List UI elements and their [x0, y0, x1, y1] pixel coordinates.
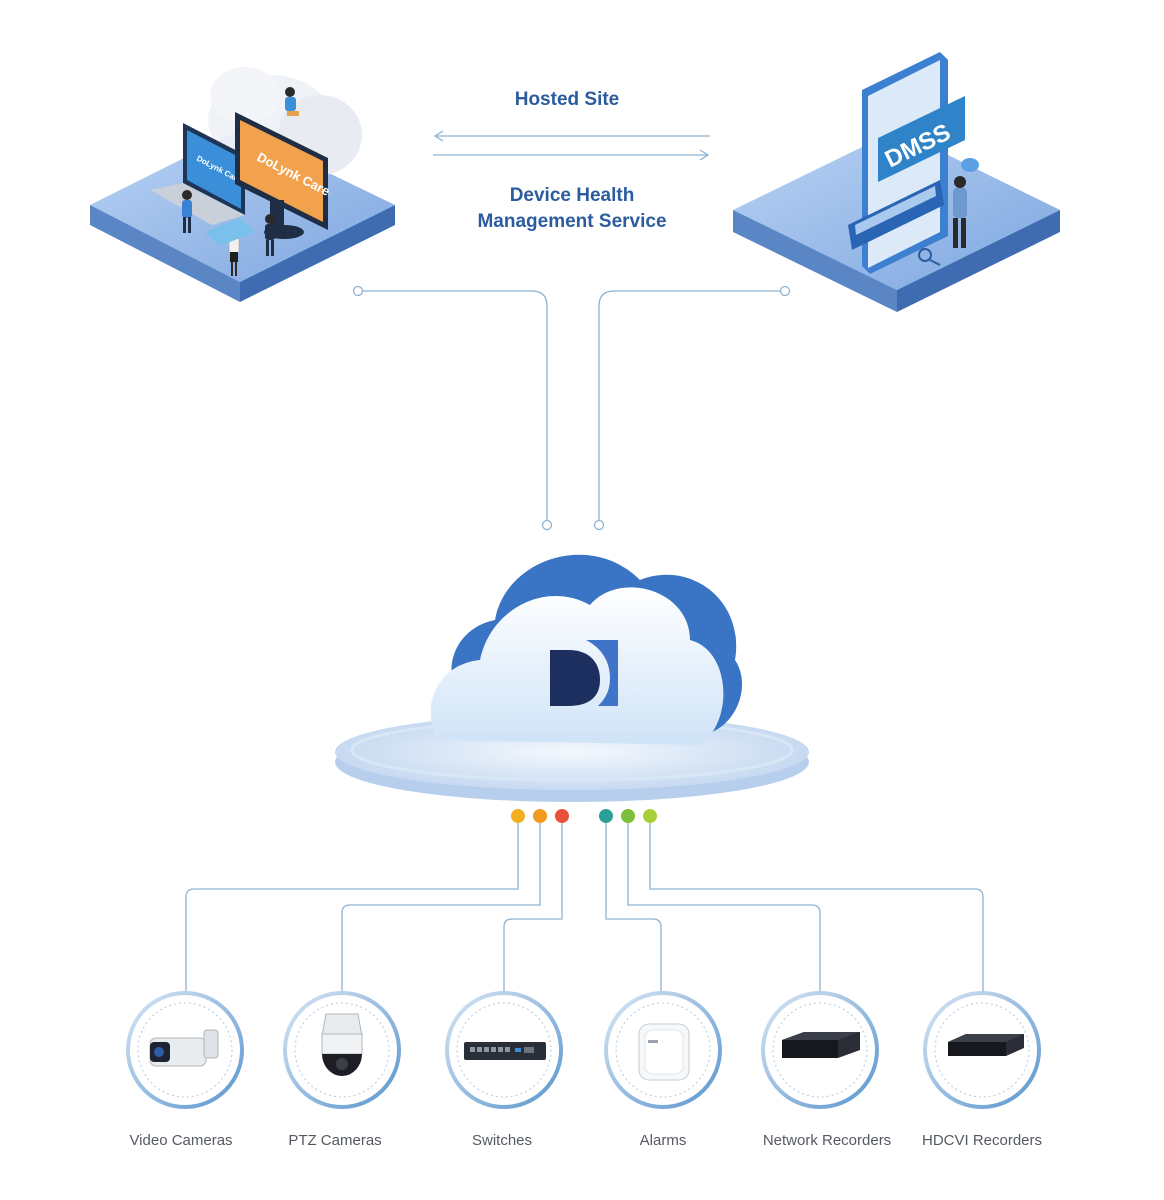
chat-bubble-icon: [961, 158, 979, 172]
upper-connector-lines: [363, 290, 780, 520]
device-label: Switches: [472, 1132, 532, 1149]
device-health-label-line1: Device Health: [510, 185, 635, 206]
status-dot: [599, 809, 613, 823]
device-ptz-cameras: PTZ Cameras: [283, 991, 401, 1149]
person-icon: [953, 176, 967, 248]
status-dot: [533, 809, 547, 823]
device-label: Video Cameras: [129, 1132, 232, 1149]
status-dot: [555, 809, 569, 823]
dolynk-cloud: [335, 554, 809, 802]
device-connector-lines: [185, 823, 984, 992]
alarm-hub-icon: [638, 1023, 690, 1081]
status-dot: [643, 809, 657, 823]
dolynk-logo-icon: [550, 640, 618, 706]
hosted-site-label: Hosted Site: [515, 89, 620, 110]
person-icon: [285, 87, 299, 116]
device-label: Alarms: [640, 1132, 687, 1149]
device-label: HDCVI Recorders: [922, 1132, 1042, 1149]
smartphone-icon: DMSS: [848, 52, 965, 274]
ptz-camera-icon: [321, 1013, 363, 1076]
device-list: Video Cameras PTZ Cameras: [126, 991, 1042, 1149]
status-dot: [511, 809, 525, 823]
mobile-app-platform: DMSS: [733, 52, 1060, 312]
device-health-label-line2: Management Service: [477, 211, 666, 232]
device-label: PTZ Cameras: [288, 1132, 381, 1149]
device-label: Network Recorders: [763, 1132, 891, 1149]
person-icon: [265, 214, 275, 256]
device-video-cameras: Video Cameras: [126, 991, 244, 1149]
magnifier-icon: [918, 248, 941, 266]
tablet-icon: [205, 218, 255, 246]
device-switches: Switches: [445, 991, 563, 1149]
person-icon: [182, 190, 192, 233]
hosted-site-platform: DoLynk Care DoLynk Care: [90, 67, 395, 302]
bullet-camera-icon: [149, 1029, 219, 1067]
dvr-icon: [948, 1034, 1024, 1056]
connector-nodes: [352, 285, 791, 531]
status-dots: [511, 809, 657, 823]
device-network-recorders: Network Recorders: [761, 991, 891, 1149]
status-dot: [621, 809, 635, 823]
device-hdcvi-recorders: HDCVI Recorders: [922, 991, 1042, 1149]
device-alarms: Alarms: [604, 991, 722, 1149]
data-flow-arrows: [433, 130, 710, 161]
nvr-icon: [782, 1032, 860, 1058]
network-switch-icon: [464, 1042, 546, 1060]
